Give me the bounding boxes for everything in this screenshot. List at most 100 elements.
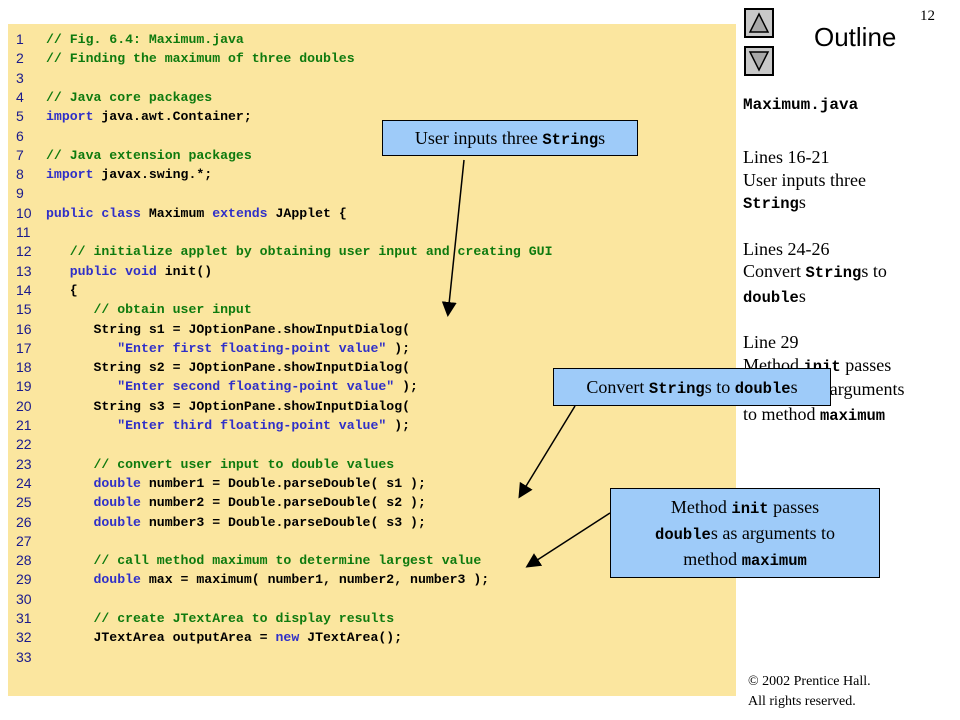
side-note-lines-24-26: Lines 24-26 Convert Strings to doubles — [743, 238, 887, 307]
page-number: 12 — [920, 8, 935, 24]
line-number: 24 — [16, 474, 32, 491]
code-line: 19 "Enter second floating-point value" )… — [8, 377, 736, 396]
line-number: 19 — [16, 378, 32, 395]
code-line: 29 double max = maximum( number1, number… — [8, 570, 736, 589]
line-number: 12 — [16, 243, 32, 260]
line-number: 14 — [16, 281, 32, 298]
side-notes: Lines 16-21 User inputs three Strings Li… — [743, 146, 953, 449]
arrow-inputs — [441, 159, 465, 317]
line-number: 10 — [16, 204, 32, 221]
line-number: 5 — [16, 108, 24, 125]
code-line: 18 String s2 = JOptionPane.showInputDial… — [8, 358, 736, 377]
callout-method-init: Method init passes doubles as arguments … — [610, 488, 880, 578]
code-line: 5 import java.awt.Container; — [8, 107, 736, 126]
code-line: 30 — [8, 590, 736, 609]
code-text: // create JTextArea to display results — [46, 611, 395, 626]
line-number: 21 — [16, 417, 32, 433]
line-number: 6 — [16, 127, 24, 144]
line-number: 17 — [16, 339, 32, 356]
code-line: 7 // Java extension packages — [8, 146, 736, 165]
code-line: 26 double number3 = Double.parseDouble( … — [8, 513, 736, 532]
code-text: "Enter first floating-point value" ); — [46, 340, 411, 356]
code-text: // obtain user input — [46, 302, 252, 318]
code-line: 4 // Java core packages — [8, 88, 736, 107]
code-line: 1 // Fig. 6.4: Maximum.java — [8, 30, 736, 49]
line-number: 16 — [16, 320, 32, 337]
code-line: 22 — [8, 435, 736, 454]
code-text: // call method maximum to determine larg… — [46, 553, 482, 569]
line-number: 11 — [16, 224, 31, 240]
code-text: double number2 = Double.parseDouble( s2 … — [46, 495, 426, 511]
code-line: 16 String s1 = JOptionPane.showInputDial… — [8, 320, 736, 339]
triangle-up-icon — [748, 12, 770, 33]
line-number: 20 — [16, 397, 32, 414]
line-number: 18 — [16, 359, 32, 376]
code-text: // Fig. 6.4: Maximum.java — [46, 32, 244, 47]
code-text: // Java core packages — [46, 89, 213, 105]
code-line: 13 public void init() — [8, 262, 736, 281]
code-line: 31 // create JTextArea to display result… — [8, 609, 736, 628]
copyright: © 2002 Prentice Hall. All rights reserve… — [748, 674, 871, 709]
code-text: "Enter second floating-point value" ); — [46, 379, 418, 395]
code-text: "Enter third floating-point value" ); — [46, 418, 411, 433]
line-number: 29 — [16, 571, 32, 588]
file-name: Maximum.java — [743, 96, 859, 114]
code-text: import javax.swing.*; — [46, 167, 213, 183]
code-line: 15 // obtain user input — [8, 300, 736, 319]
line-number: 7 — [16, 146, 24, 163]
line-number: 4 — [16, 88, 24, 105]
line-number: 2 — [16, 50, 24, 67]
code-line: 17 "Enter first floating-point value" ); — [8, 339, 736, 358]
code-text: public class Maximum extends JApplet { — [46, 205, 347, 221]
code-line: 11 — [8, 223, 736, 242]
code-text: double max = maximum( number1, number2, … — [46, 572, 490, 588]
code-line: 23 // convert user input to double value… — [8, 455, 736, 474]
triangle-down-icon — [748, 51, 770, 72]
line-number: 27 — [16, 532, 32, 549]
code-line: 2 // Finding the maximum of three doubles — [8, 49, 736, 68]
code-text: public void init() — [46, 263, 213, 279]
code-line: 9 — [8, 184, 736, 203]
line-number: 32 — [16, 629, 32, 646]
callout-user-inputs: User inputs three Strings — [382, 120, 638, 156]
callout-convert: Convert Strings to doubles — [553, 368, 831, 406]
code-line: 27 — [8, 532, 736, 551]
code-line: 8 import javax.swing.*; — [8, 165, 736, 184]
code-text: // Finding the maximum of three doubles — [46, 51, 355, 67]
code-text: JTextArea outputArea = new JTextArea(); — [46, 630, 403, 646]
side-note-line-29: Line 29 Method init passes doubles as ar… — [743, 332, 905, 425]
code-line: 6 — [8, 127, 736, 146]
side-note-lines-16-21: Lines 16-21 User inputs three Strings — [743, 147, 866, 213]
code-line: 28 // call method maximum to determine l… — [8, 551, 736, 570]
code-text: String s1 = JOptionPane.showInputDialog( — [46, 321, 411, 337]
line-number: 22 — [16, 436, 32, 453]
line-number: 8 — [16, 166, 24, 183]
line-number: 23 — [16, 455, 32, 472]
code-line: 12 // initialize applet by obtaining use… — [8, 242, 736, 261]
line-number: 1 — [16, 31, 24, 47]
previous-slide-button[interactable] — [744, 8, 774, 38]
code-text: // initialize applet by obtaining user i… — [46, 244, 553, 260]
line-number: 28 — [16, 552, 32, 569]
code-line: 10 public class Maximum extends JApplet { — [8, 204, 736, 223]
line-number: 25 — [16, 494, 32, 511]
arrow-maximum — [525, 512, 611, 568]
code-line: 32 JTextArea outputArea = new JTextArea(… — [8, 628, 736, 647]
code-text: import java.awt.Container; — [46, 109, 252, 125]
code-text: // Java extension packages — [46, 147, 252, 163]
code-text: { — [46, 282, 78, 298]
line-number: 26 — [16, 513, 32, 530]
line-number: 3 — [16, 69, 24, 86]
code-line: 33 — [8, 648, 736, 667]
line-number: 30 — [16, 590, 32, 607]
arrow-convert — [518, 405, 576, 499]
code-line: 21 "Enter third floating-point value" ); — [8, 416, 736, 435]
code-text: double number1 = Double.parseDouble( s1 … — [46, 475, 426, 491]
line-number: 33 — [16, 648, 32, 665]
code-line: 20 String s3 = JOptionPane.showInputDial… — [8, 397, 736, 416]
code-text: String s2 = JOptionPane.showInputDialog( — [46, 360, 411, 376]
code-line: 14 { — [8, 281, 736, 300]
code-text: String s3 = JOptionPane.showInputDialog( — [46, 398, 411, 414]
next-slide-button[interactable] — [744, 46, 774, 76]
